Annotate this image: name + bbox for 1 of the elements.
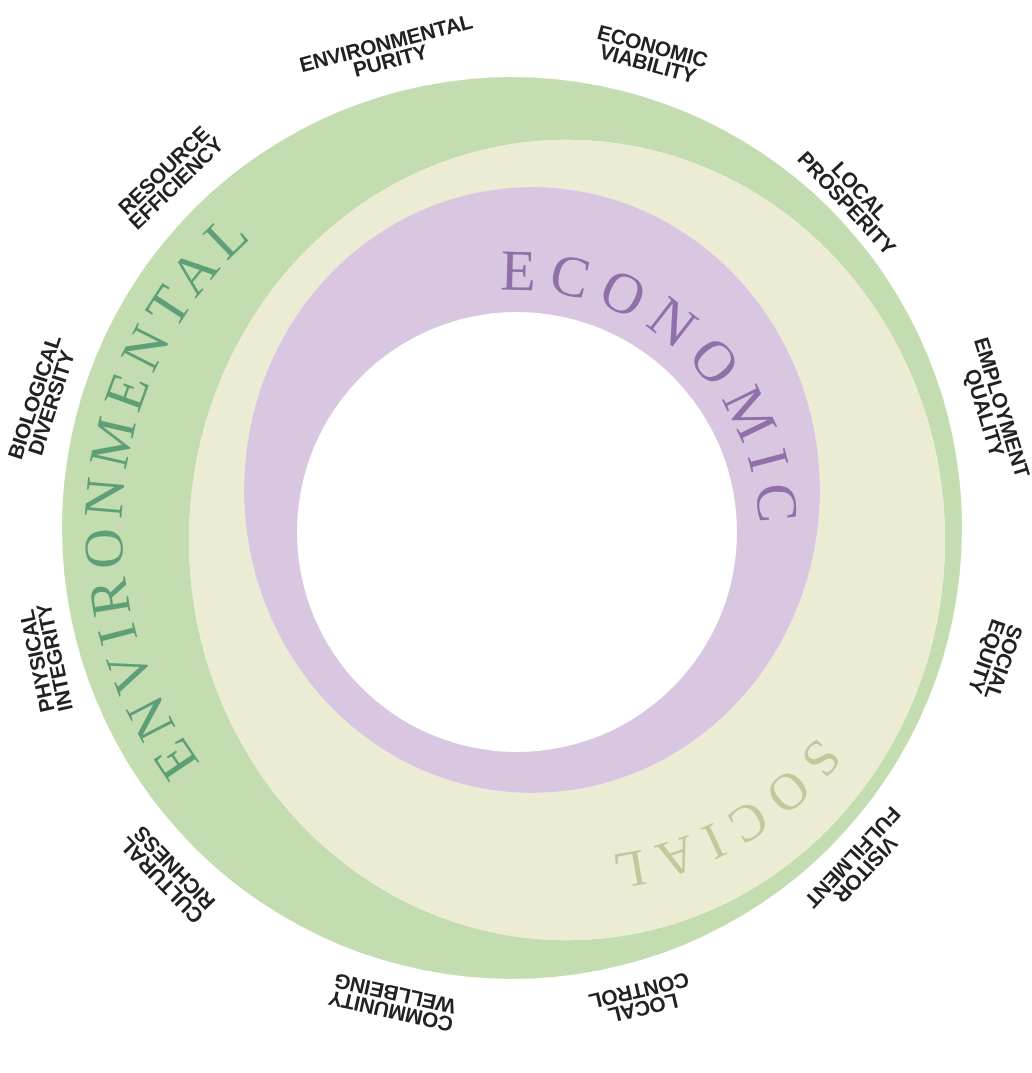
indicator-label: LOCAL CONTROL [587, 970, 693, 1028]
